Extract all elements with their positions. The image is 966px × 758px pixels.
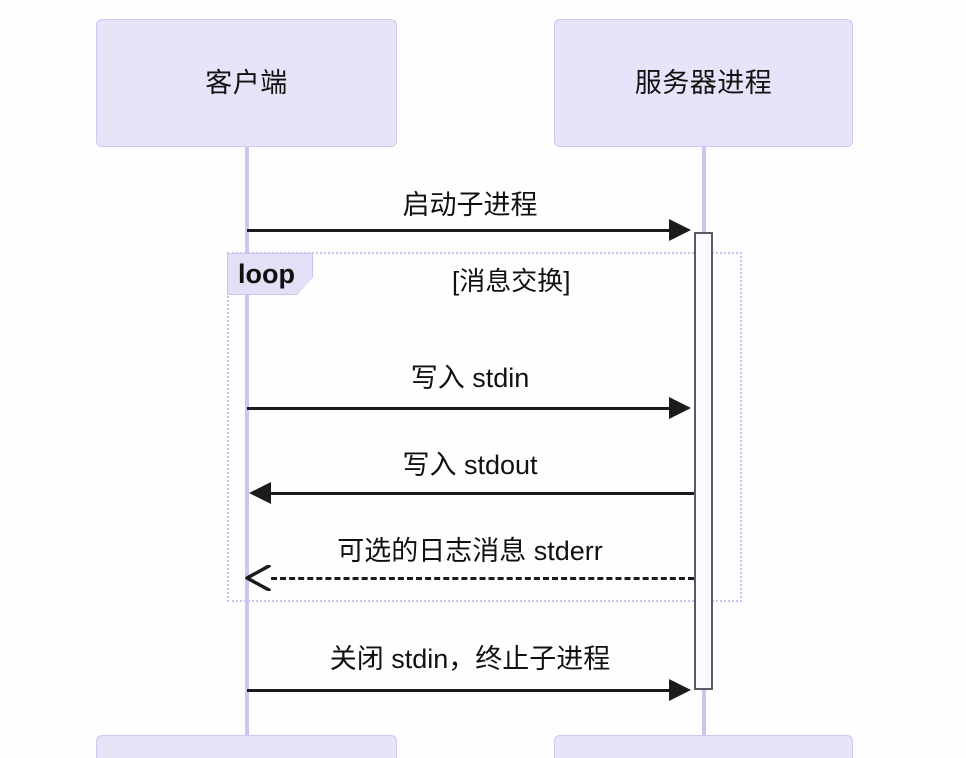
message-label-2: 写入 stdout [402,450,538,480]
message-line-4 [247,689,671,692]
message-arrowhead-1 [669,397,691,419]
message-arrowhead-3 [245,565,271,591]
loop-fragment-condition: [消息交换] [452,266,571,296]
lifeline-client [245,147,249,736]
message-label-3: 可选的日志消息 stderr [337,536,603,566]
activation-bar-server [694,232,713,690]
message-line-3 [271,577,694,580]
participant-box-bottom-client[interactable]: 客户端 [96,735,397,758]
message-label-0: 启动子进程 [402,190,538,220]
participant-box-client[interactable]: 客户端 [96,19,397,147]
participant-box-bottom-server[interactable]: 服务器进程 [554,735,853,758]
message-line-0 [247,229,671,232]
message-label-4: 关闭 stdin，终止子进程 [329,644,611,674]
message-arrowhead-4 [669,679,691,701]
participant-box-server[interactable]: 服务器进程 [554,19,853,147]
loop-fragment-tag-label: loop [238,258,295,289]
message-line-1 [247,407,671,410]
loop-fragment-tag: loop [227,253,313,295]
participant-label-server: 服务器进程 [634,67,773,98]
participant-label-client: 客户端 [205,67,288,98]
message-line-2 [271,492,694,495]
message-label-1: 写入 stdin [410,363,530,393]
loop-fragment-frame [227,252,742,602]
message-arrowhead-0 [669,219,691,241]
message-arrowhead-2 [249,482,271,504]
